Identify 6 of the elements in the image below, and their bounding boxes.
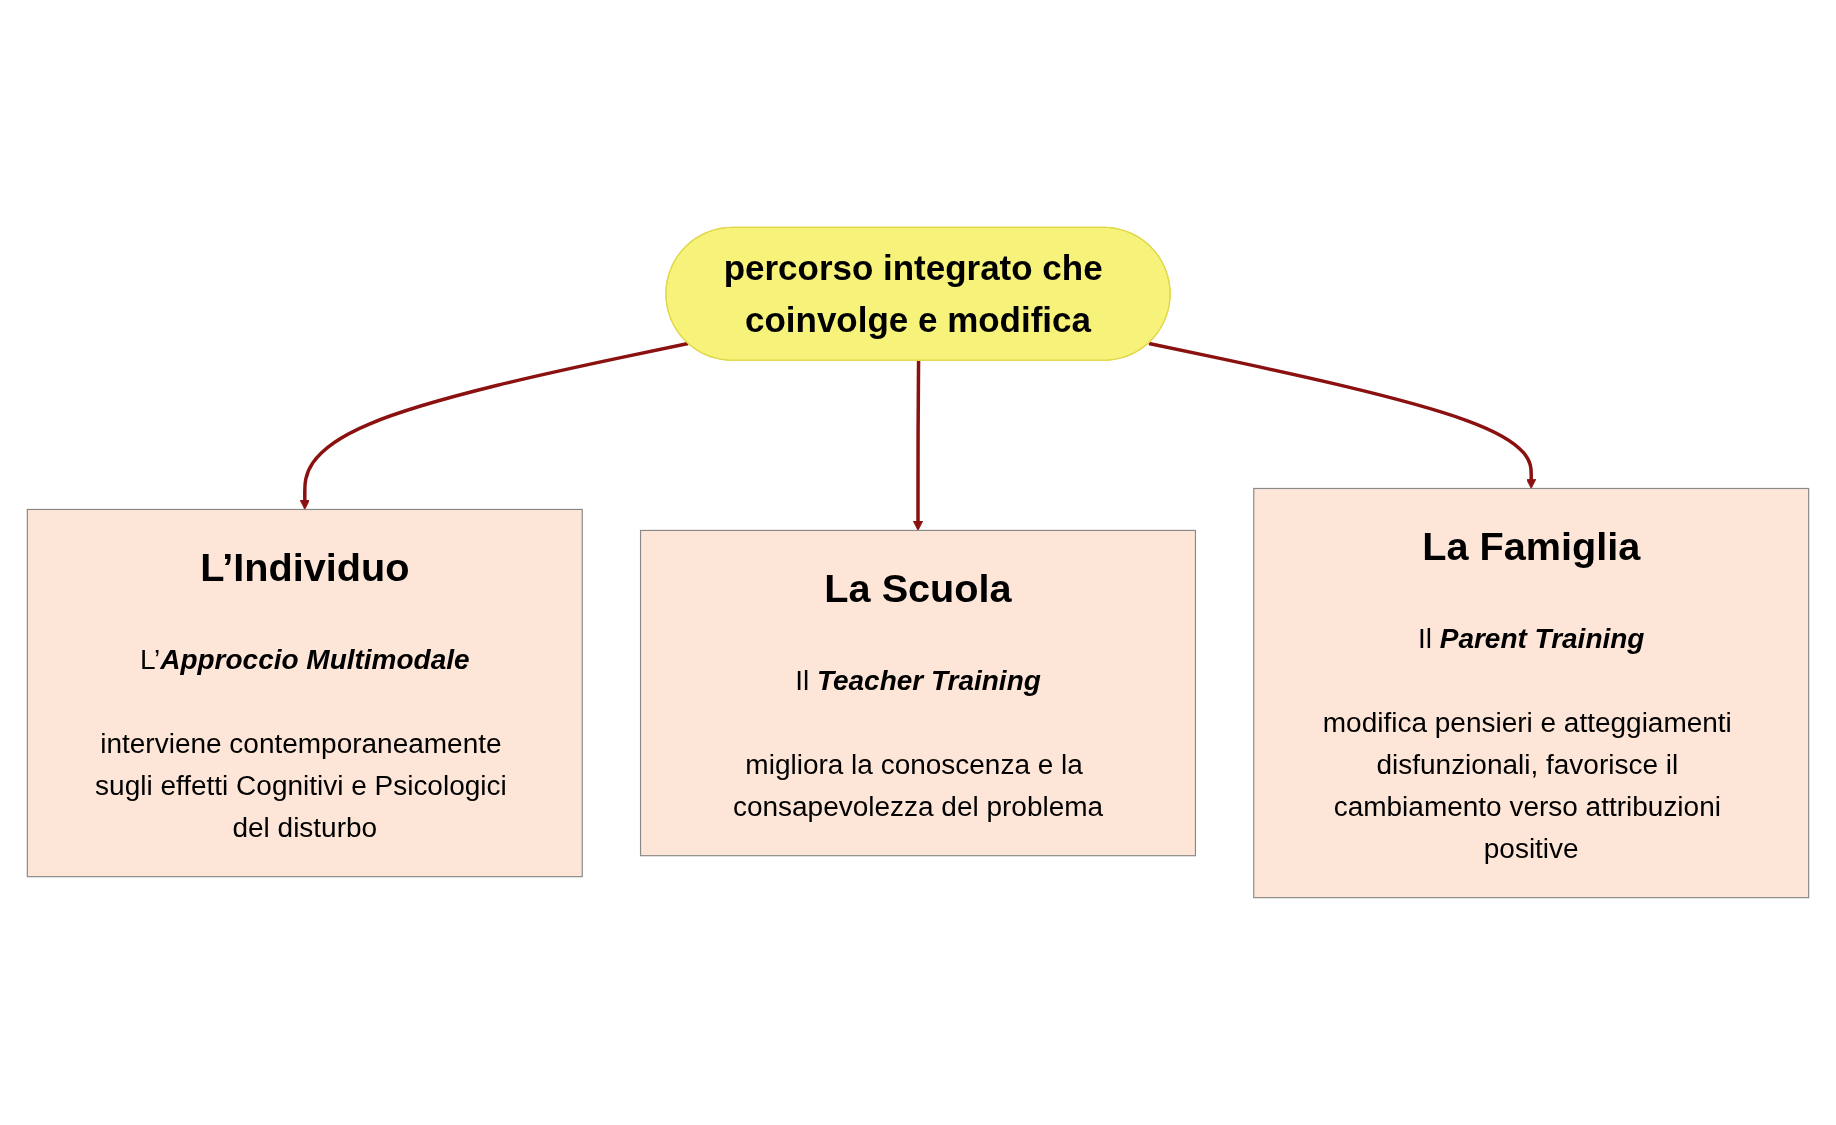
arrow [912, 360, 924, 531]
node-box: La Scuola Il Teacher Training migliora la conoscenza e la consapevolezza del problema [639, 529, 1197, 857]
node-box: L’Individuo L’Approccio Multimodale interviene contemporaneamente sugli effetti Cognitivi e Psicologici del disturbo [26, 508, 583, 878]
arrow [299, 341, 689, 510]
node-box: La Famiglia Il Parent Training modifica pensieri e atteggiamenti disfunzionali, favorisce il cambiamento verso attribuzioni positive [1253, 487, 1810, 899]
arrow [1148, 341, 1537, 489]
